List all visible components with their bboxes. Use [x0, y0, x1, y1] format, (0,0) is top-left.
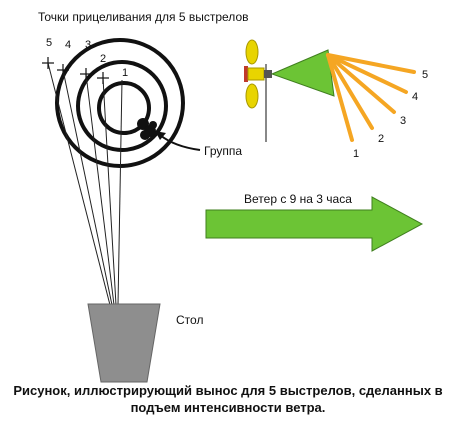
propeller-icon	[244, 39, 272, 109]
aim-number-3: 3	[85, 39, 91, 51]
aim-number-2: 2	[100, 53, 106, 65]
wind-ray-4	[326, 53, 408, 94]
aim-mark-5	[42, 57, 54, 69]
target-ring-inner	[97, 81, 151, 135]
aim-mark-2	[97, 72, 109, 84]
ray-number-5: 5	[422, 69, 428, 81]
aim-marks	[42, 57, 109, 84]
target-ring-middle	[76, 60, 168, 152]
wind-direction-arrow	[205, 196, 424, 252]
diagram-title: Точки прицеливания для 5 выстрелов	[38, 10, 249, 24]
wind-ray-3	[326, 53, 396, 114]
ray-number-4: 4	[412, 91, 418, 103]
wind-ray-2	[326, 53, 374, 130]
group-label: Группа	[204, 144, 243, 158]
shooting-table	[87, 303, 161, 383]
figure-caption: Рисунок, иллюстрирующий вынос для 5 выст…	[13, 383, 443, 415]
ray-number-2: 2	[378, 133, 384, 145]
aim-mark-4	[57, 64, 69, 76]
aim-number-1: 1	[122, 67, 128, 79]
table-label: Стол	[176, 313, 204, 327]
target	[55, 38, 185, 168]
aim-number-5: 5	[46, 37, 52, 49]
wind-label: Ветер с 9 на 3 часа	[244, 192, 352, 206]
ray-number-1: 1	[353, 148, 359, 160]
shot-group	[137, 118, 157, 140]
aim-number-4: 4	[65, 39, 71, 51]
aim-lines	[47, 62, 123, 306]
wind-ray-1	[326, 53, 354, 142]
aim-mark-3	[80, 68, 92, 80]
wind-ray-5	[326, 53, 416, 74]
ray-number-3: 3	[400, 115, 406, 127]
wind-flag	[270, 49, 335, 97]
wind-rays	[326, 53, 416, 142]
group-pointer-arrow	[155, 131, 201, 151]
